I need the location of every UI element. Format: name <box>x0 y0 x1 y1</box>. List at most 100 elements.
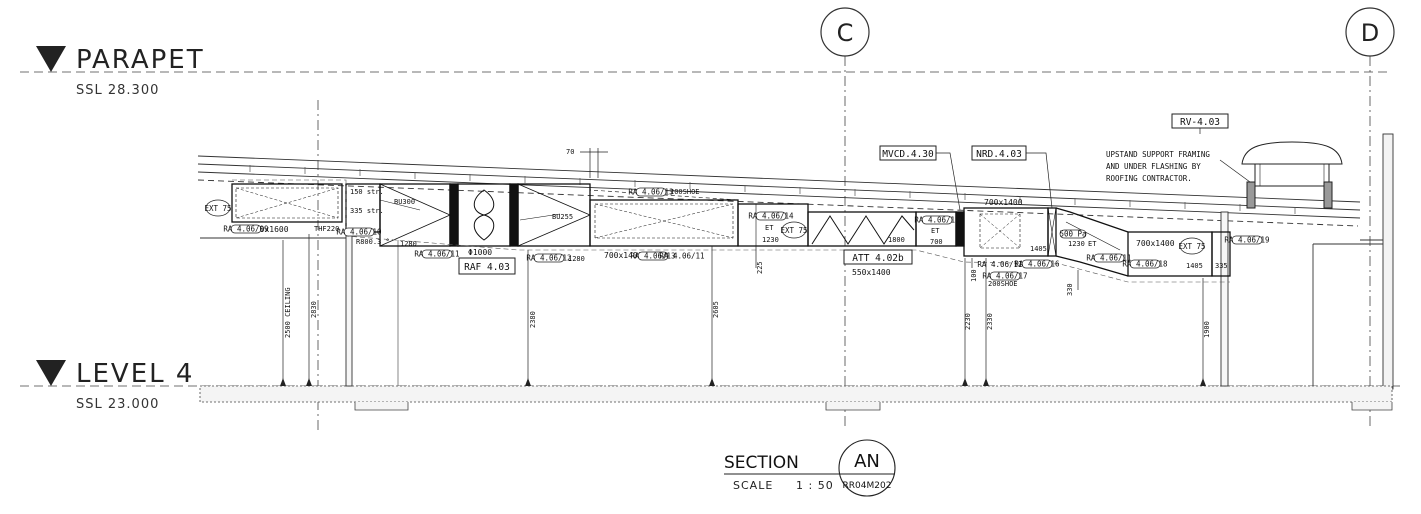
ext-tags: EXT 75 EXT 75 EXT 75 <box>204 199 1206 255</box>
label-335str: 335 str. <box>350 207 384 215</box>
grid-bubble-c: C <box>820 7 870 57</box>
ext-tag: EXT 75 <box>1178 242 1205 251</box>
bu300-label: BU300 <box>394 198 415 206</box>
fitting-tag: RA 4.06/13 <box>628 188 673 197</box>
dim-1405-b: 1405 <box>1186 262 1203 270</box>
dim-335: 335 <box>1215 262 1228 270</box>
level-triangle-icon <box>36 360 66 386</box>
fitting-tag: RA 4.06/13 <box>630 252 675 261</box>
section-bubble <box>838 439 896 497</box>
duct-size-3: 550x1400 <box>852 268 891 277</box>
section-scale-value: 1 : 50 <box>796 479 834 492</box>
level-triangle-icon <box>36 46 66 72</box>
section-title-block: SECTION SCALE 1 : 50 AN RR04M202 <box>724 439 896 497</box>
level4-marker: LEVEL 4 SSL 23.000 <box>36 359 194 412</box>
duct-700x1400-a <box>589 199 739 247</box>
note-line-3: ROOFING CONTRACTOR. <box>1106 174 1192 183</box>
label-r800: R800.3 ° <box>356 238 390 246</box>
roof-ribs <box>249 165 1296 214</box>
note-line-2: AND UNDER FLASHING BY <box>1106 162 1201 171</box>
roof-slab <box>197 155 1361 227</box>
dim-1280-a: 1280 <box>400 240 417 248</box>
ext-tag: EXT 75 <box>204 204 231 213</box>
fitting-tag: RA 4.06/19 <box>1224 236 1269 245</box>
grid-bubble-d: D <box>1345 7 1395 57</box>
label-et-2: ET <box>931 227 940 235</box>
section-title: SECTION <box>724 453 799 473</box>
dim-100: 100 <box>970 269 978 282</box>
grid-label-c: C <box>837 19 854 47</box>
dim-2380: 2380 <box>529 311 537 328</box>
wall-left <box>345 231 353 387</box>
grid-label-d: D <box>1361 19 1379 47</box>
fitting-tag: RA 4.06/10 <box>336 228 382 237</box>
vertical-dim-texts: 2500 CEILING 2830 2380 2605 225 100 2230… <box>284 261 1211 338</box>
bu300-unit <box>379 183 451 247</box>
dim-330: 330 <box>1066 283 1074 296</box>
fitting-tag: RA 4.06/09 <box>223 225 268 234</box>
flex-connector <box>449 183 459 247</box>
fitting-tag: RA 4.06/17 <box>982 272 1027 281</box>
floor-slab <box>199 385 1393 411</box>
dim-225: 225 <box>756 261 764 274</box>
fitting-tag: RA 4.06/14 <box>748 212 794 221</box>
ext-tag: EXT 75 <box>780 226 807 235</box>
note-line-1: UPSTAND SUPPORT FRAMING <box>1106 150 1210 159</box>
walls <box>345 211 1229 387</box>
mvcd-tag: MVCD.4.30 <box>882 149 934 160</box>
label-150str: 150 str. <box>350 188 384 196</box>
dim-2330: 2330 <box>986 313 994 330</box>
parapet-marker: PARAPET SSL 28.300 <box>36 45 205 98</box>
ductwork <box>231 183 1231 277</box>
dim-1405-a: 1405 <box>1030 245 1047 253</box>
duct-550x1600 <box>231 183 343 223</box>
label-shoe-1: 200SHOE <box>670 188 700 196</box>
duct-size-4: 700x1400 <box>984 198 1023 207</box>
parapet-ssl: SSL 28.300 <box>76 83 159 98</box>
dim-2830: 2830 <box>310 301 318 318</box>
fitting-tag: RA 4.06/11 <box>414 250 459 259</box>
fitting-tags: RA 4.06/09 RA 4.06/10 RA 4.06/11 RA 4.06… <box>223 188 1269 281</box>
grid-lines <box>317 56 1371 430</box>
att-tag: ATT 4.02b <box>852 253 904 264</box>
duct-size-5: 700x1400 <box>1136 239 1175 248</box>
fan-diameter: Φ1000 <box>468 248 492 257</box>
dimension-ticks <box>280 378 1206 386</box>
raf-tag: RAF 4.03 <box>464 262 510 273</box>
fitting-tag: RA 4.06/18 <box>1122 260 1168 269</box>
duct-size-2: 700x1400 <box>604 251 643 260</box>
rv-tag: RV-4.03 <box>1180 117 1220 128</box>
level4-ssl: SSL 23.000 <box>76 397 159 412</box>
leader-lines <box>936 128 1251 211</box>
parapet-title: PARAPET <box>76 45 205 75</box>
tag-boxes <box>458 113 1229 275</box>
label-thf: THF220 <box>314 225 339 233</box>
nrd-tag: NRD.4.03 <box>976 149 1022 160</box>
section-sheet: RR04M202 <box>843 481 892 491</box>
dim-1230-b: 1230 <box>1068 240 1085 248</box>
wall-right <box>1220 211 1229 387</box>
dim-1280-b: 1280 <box>568 255 585 263</box>
fitting-tag: RA 4.06/16 <box>1014 260 1060 269</box>
dim-2605: 2605 <box>712 301 720 318</box>
fitting-tag: RA 4.06/12 <box>526 254 571 263</box>
label-et-1: ET <box>765 224 774 232</box>
fan-icon <box>473 189 495 241</box>
fitting-tag: RA 4.06/11 <box>1086 254 1131 263</box>
level4-title: LEVEL 4 <box>76 359 194 389</box>
fitting-tag: RA 4.06/11 <box>659 252 704 261</box>
bu255-label: BU255 <box>552 213 573 221</box>
dim-70: 70 <box>566 148 574 156</box>
duct-size-1: 550x1600 <box>250 225 289 234</box>
dimension-lines <box>282 148 1204 386</box>
parapet-wall <box>1312 133 1394 390</box>
dim-1800: 1800 <box>888 236 905 244</box>
dim-1230-a: 1230 <box>762 236 779 244</box>
section-scale-label: SCALE <box>733 479 773 492</box>
fitting-tag: RA 4.06/11 <box>977 260 1022 269</box>
roof-vent <box>1241 141 1343 209</box>
dim-1900: 1900 <box>1203 321 1211 338</box>
fitting-tag: RA 4.06/15 <box>914 216 959 225</box>
label-shoe-2: 200SHOE <box>988 280 1018 288</box>
